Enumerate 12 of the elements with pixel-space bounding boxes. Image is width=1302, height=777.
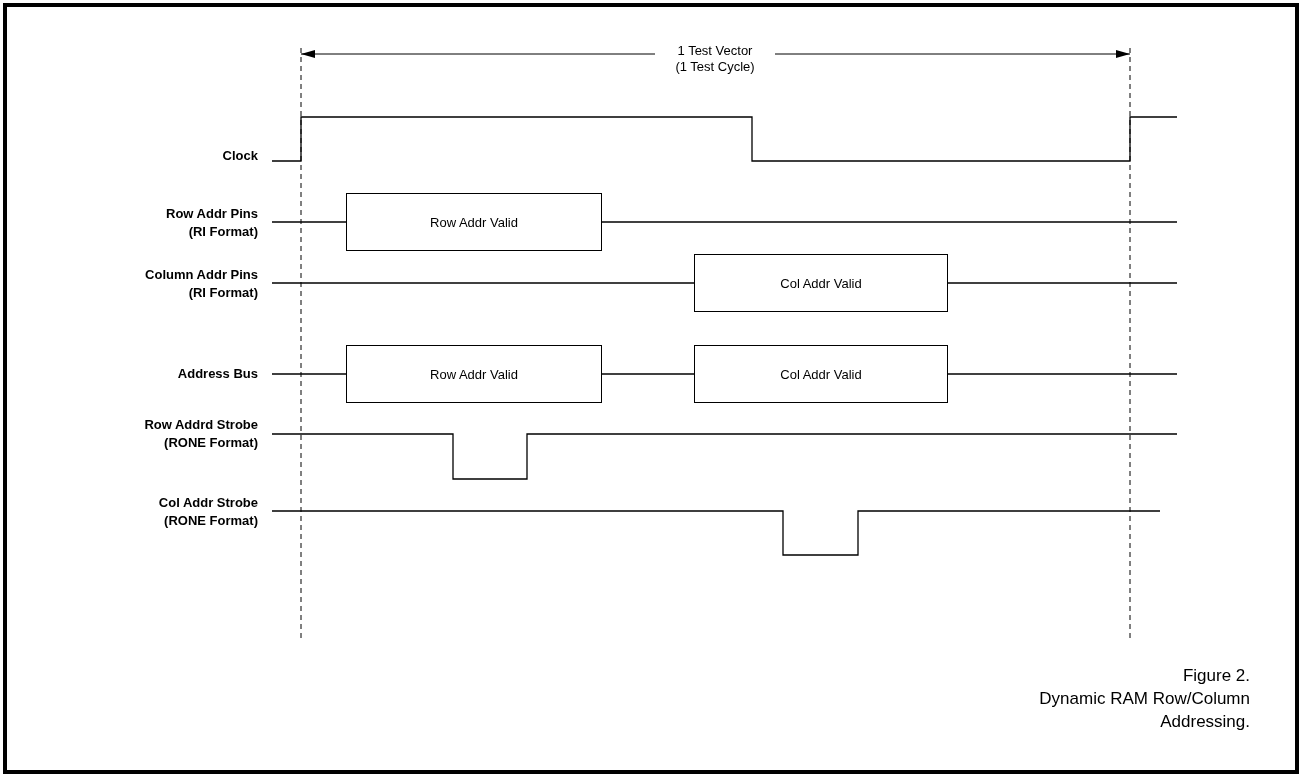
cycle-duration-label: 1 Test Vector (1 Test Cycle) bbox=[655, 43, 775, 75]
signal-name: Column Addr Pins (RI Format) bbox=[145, 266, 258, 302]
figure-caption: Figure 2. Dynamic RAM Row/Column Addressing. bbox=[1038, 665, 1250, 733]
valid-data-box: Row Addr Valid bbox=[346, 193, 602, 251]
signal-name: Row Addr Pins (RI Format) bbox=[166, 205, 258, 241]
valid-data-box: Col Addr Valid bbox=[694, 345, 948, 403]
valid-data-box: Col Addr Valid bbox=[694, 254, 948, 312]
valid-data-box: Row Addr Valid bbox=[346, 345, 602, 403]
signal-name: Address Bus bbox=[177, 365, 258, 383]
signal-name: Clock bbox=[222, 147, 258, 165]
signal-name: Row Addrd Strobe (RONE Format) bbox=[144, 416, 258, 452]
signal-name: Col Addr Strobe (RONE Format) bbox=[158, 494, 258, 530]
